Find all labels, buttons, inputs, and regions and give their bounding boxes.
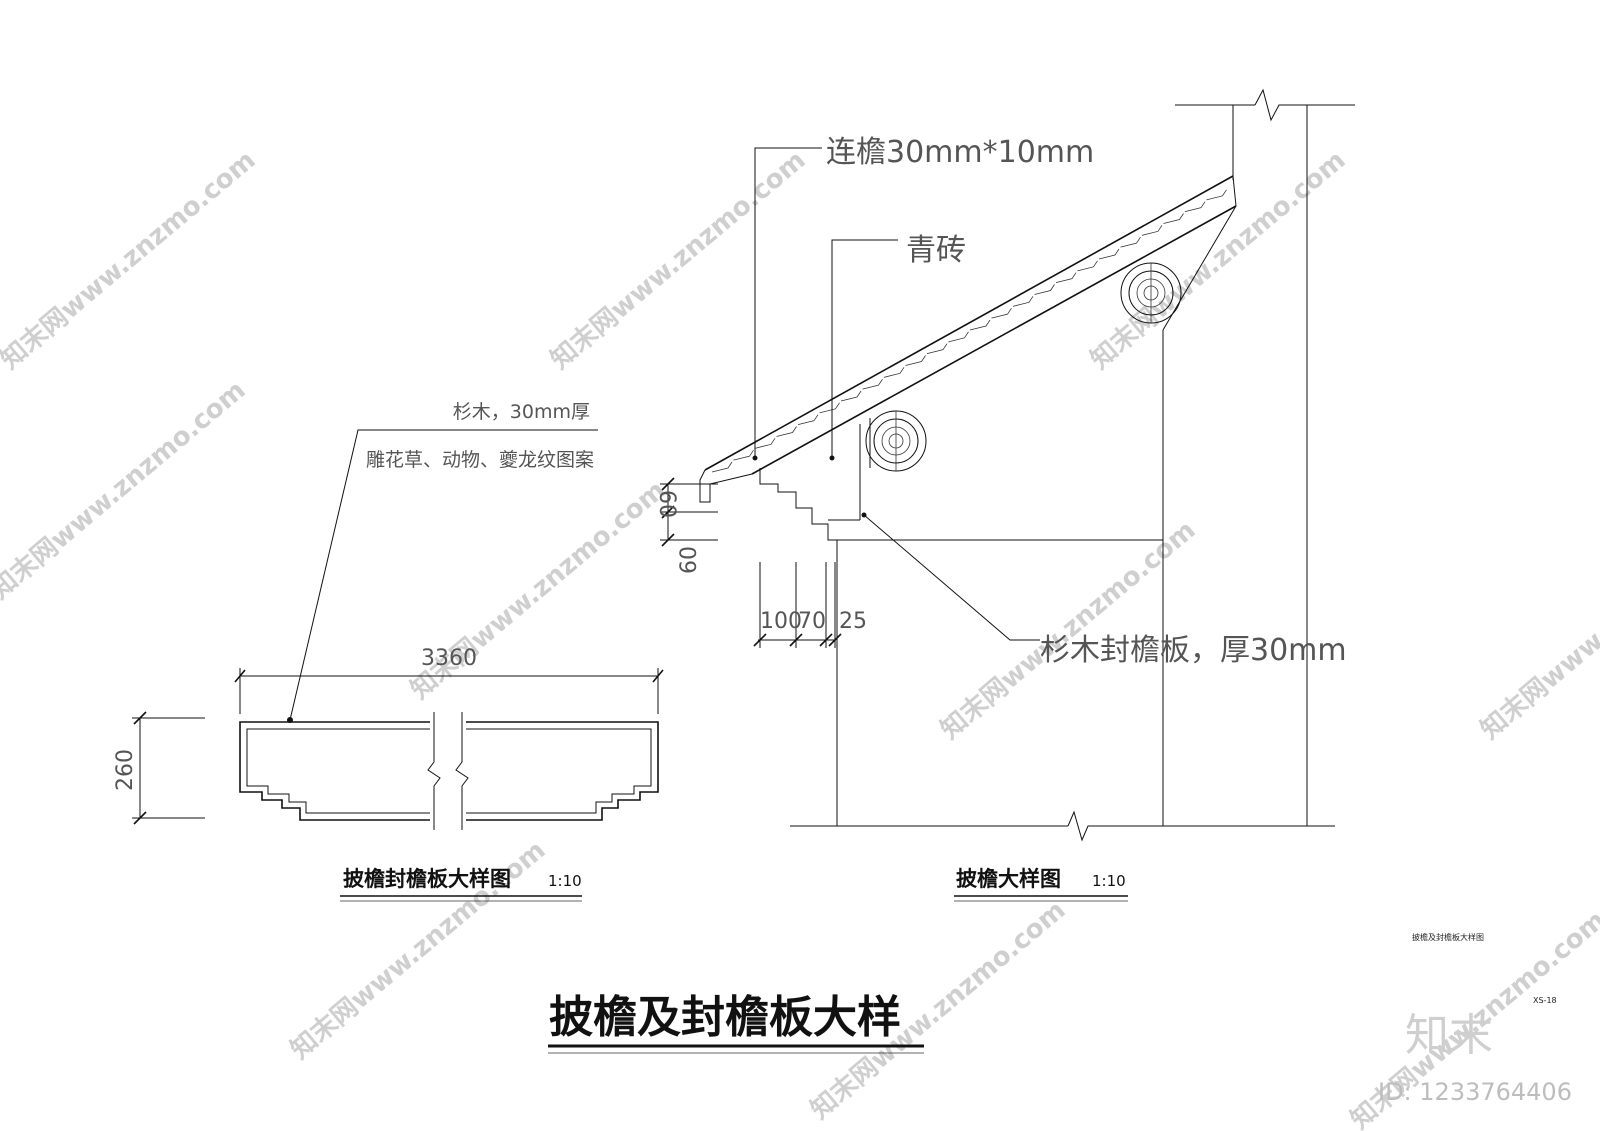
- watermark-text: 知末网www.znzmo.com: [935, 515, 1201, 745]
- watermark-text: 知末网www.znzmo.com: [1085, 145, 1351, 375]
- purlin-upper: [1120, 262, 1182, 324]
- note-board: 杉木封檐板，厚30mm: [1040, 633, 1347, 668]
- small-caption: 披檐及封檐板大样图: [1412, 932, 1484, 942]
- dim-tick: [133, 811, 147, 825]
- dim-tick: [819, 633, 833, 647]
- leader-brick: [831, 239, 898, 458]
- roof-tile: [1055, 272, 1077, 284]
- roof-tile: [840, 390, 862, 402]
- dim-h3-label: 25: [839, 609, 867, 634]
- dim-height-label: 260: [113, 749, 138, 791]
- roof-tile: [1163, 213, 1184, 224]
- roof-tile: [1098, 248, 1120, 260]
- dim-tick: [661, 477, 675, 491]
- roof-tile: [991, 307, 1012, 319]
- bottom-break: [1067, 810, 1335, 842]
- fascia-board-outer-profile: [239, 721, 659, 821]
- dim-tick: [661, 505, 675, 519]
- roof-tile: [754, 438, 776, 449]
- eave-section-detail: 连檐30mm*10mm 青砖 杉木封檐板，厚30mm 60 60 100 70 …: [654, 88, 1355, 902]
- roof-tile: [1077, 260, 1098, 272]
- roof-end: [1232, 175, 1237, 207]
- roof-tile: [1141, 225, 1163, 236]
- roof-bottom-line: [751, 205, 1237, 475]
- dim-tick: [828, 633, 842, 647]
- watermark-text: 知末网www.znzmo.com: [0, 375, 251, 605]
- roof-tile: [733, 449, 754, 461]
- main-title: 披檐及封檐板大样: [549, 992, 901, 1043]
- purlin-lower: [865, 410, 927, 472]
- dim-tick: [133, 711, 147, 725]
- fascia-board-detail: 3360 260 杉木，30mm厚 雕花草、动物、夔龙纹图案 披檐封檐板大样图 …: [113, 401, 664, 902]
- roof-tile: [1120, 236, 1141, 248]
- roof-tile: [1012, 296, 1034, 307]
- leader-dot: [829, 455, 835, 461]
- roof-tile: [1206, 189, 1227, 201]
- dim-h2-label: 70: [798, 609, 826, 634]
- roof-tiles: [711, 189, 1227, 473]
- dim-tick: [789, 633, 803, 647]
- ridge-slope: [1162, 205, 1237, 331]
- dim-v1-label: 60: [654, 490, 679, 518]
- break-gap: [430, 712, 466, 830]
- leader-dot: [752, 455, 758, 461]
- note-pattern: 雕花草、动物、夔龙纹图案: [366, 449, 594, 471]
- right-detail-title: 披檐大样图: [956, 867, 1061, 891]
- fascia-board-inner-profile: [246, 728, 652, 814]
- roof-tile: [905, 355, 926, 366]
- top-break: [1254, 88, 1355, 122]
- break-line-left: [427, 712, 441, 830]
- leader-rafter: [754, 147, 822, 458]
- dim-tick: [234, 669, 246, 683]
- dim-v2-label: 60: [677, 546, 702, 574]
- dim-h1-label: 100: [760, 609, 802, 634]
- watermark-text: 知末网www.znzmo.com: [1475, 515, 1600, 745]
- id-watermark: ID: 1233764406: [1378, 1078, 1572, 1106]
- watermark-text: 知末网www.znzmo.com: [0, 145, 261, 375]
- roof-tile: [797, 414, 819, 426]
- left-detail-scale: 1:10: [548, 872, 582, 890]
- sheet-title-block: 披檐及封檐板大样 披檐及封檐板大样图 XS-18: [548, 932, 1557, 1054]
- note-material: 杉木，30mm厚: [453, 401, 590, 423]
- roof-tile: [926, 343, 948, 355]
- note-brick: 青砖: [906, 233, 966, 268]
- roof-tile: [969, 319, 991, 331]
- left-detail-title: 披檐封檐板大样图: [343, 867, 511, 891]
- brick-corbel: [759, 468, 1163, 541]
- roof-tile: [711, 461, 733, 473]
- dim-tick: [753, 633, 767, 647]
- leader-dot: [861, 512, 867, 518]
- roof-top-line: [704, 175, 1234, 471]
- brand-watermark: 知末: [1405, 1010, 1493, 1061]
- note-rafter: 连檐30mm*10mm: [826, 135, 1094, 170]
- roof-tile: [819, 402, 840, 414]
- roof-tile: [776, 426, 797, 437]
- roof-tile: [883, 367, 905, 378]
- break-line-right: [455, 712, 469, 830]
- dim-width-label: 3360: [421, 646, 477, 671]
- leader-board: [863, 514, 1040, 641]
- eave-tip: [699, 469, 753, 503]
- watermark-text: 知末网www.znzmo.com: [545, 145, 811, 375]
- leader-line-material: [289, 429, 598, 721]
- roof-tile: [862, 378, 883, 390]
- roof-tile: [1184, 201, 1206, 213]
- right-detail-scale: 1:10: [1092, 872, 1126, 890]
- dim-tick: [652, 669, 664, 683]
- watermark-layer: 知末网www.znzmo.com 知末网www.znzmo.com 知末网www…: [0, 145, 1600, 1131]
- sheet-code: XS-18: [1533, 996, 1557, 1005]
- leader-dot: [287, 717, 293, 723]
- roof-tile: [1034, 284, 1055, 295]
- dim-tick: [661, 533, 675, 547]
- roof-tile: [948, 331, 969, 343]
